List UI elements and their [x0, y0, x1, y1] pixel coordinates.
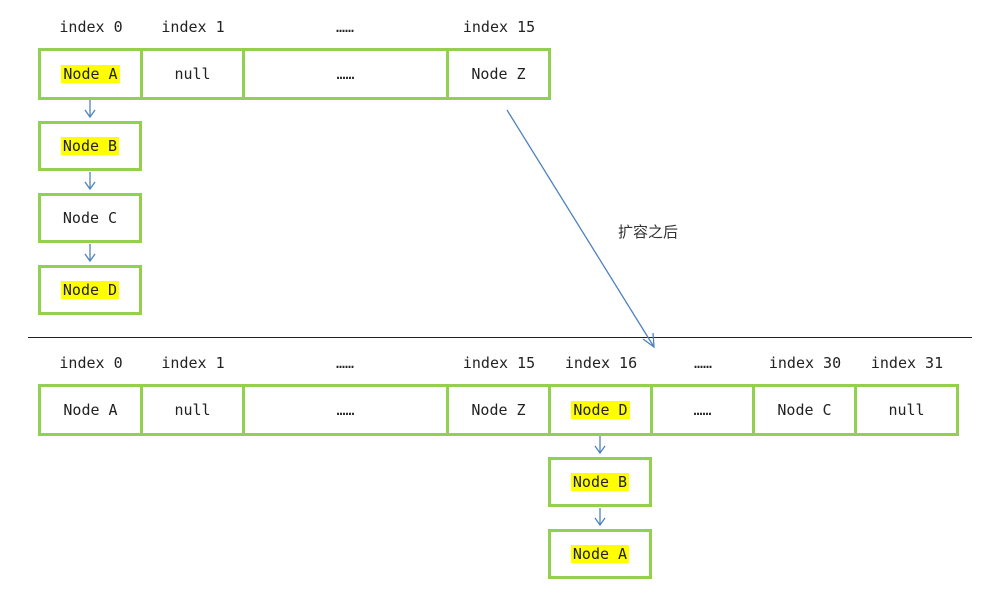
- before-index-label-1: index 1: [161, 18, 225, 36]
- before-chain-node-d: Node D: [38, 265, 142, 315]
- after-index-label-31: index 31: [870, 354, 944, 372]
- arrow-after-node-b-to-a: [594, 508, 606, 527]
- after-bucket-1-text: null: [174, 401, 211, 419]
- after-bucket-15-text: Node Z: [471, 401, 526, 419]
- after-index-label-16: index 16: [564, 354, 638, 372]
- arrow-node-a-to-b: [84, 100, 96, 119]
- after-chain-node-b-text: Node B: [570, 473, 630, 491]
- after-index-label-0: index 0: [59, 354, 123, 372]
- after-bucket-ellipsis-1-text: ……: [336, 401, 355, 419]
- after-index-label-1: index 1: [161, 354, 225, 372]
- before-chain-node-b-text: Node B: [60, 137, 120, 155]
- transition-label: 扩容之后: [618, 223, 679, 241]
- before-chain-node-d-text: Node D: [60, 281, 120, 299]
- divider-line: [28, 337, 972, 338]
- arrow-node-b-to-c: [84, 172, 96, 191]
- after-bucket-31: null: [854, 384, 959, 436]
- after-bucket-0-text: Node A: [63, 401, 118, 419]
- before-bucket-0-text: Node A: [61, 65, 120, 83]
- after-bucket-16: Node D: [548, 384, 653, 436]
- after-bucket-ellipsis-1: ……: [242, 384, 449, 436]
- before-bucket-15: Node Z: [446, 48, 551, 100]
- after-index-label-30: index 30: [768, 354, 842, 372]
- arrow-resize-transition: [506, 109, 655, 349]
- before-index-label-0: index 0: [59, 18, 123, 36]
- after-index-label-ellipsis-2: ……: [693, 354, 713, 372]
- after-bucket-31-text: null: [888, 401, 925, 419]
- arrow-node-c-to-d: [84, 244, 96, 263]
- after-index-label-15: index 15: [462, 354, 536, 372]
- after-bucket-16-text: Node D: [571, 401, 630, 419]
- before-bucket-1-text: null: [174, 65, 211, 83]
- after-index-label-ellipsis-1: ……: [335, 354, 355, 372]
- after-chain-node-a-text: Node A: [570, 545, 630, 563]
- arrow-after-node-d-to-b: [594, 436, 606, 455]
- after-bucket-30: Node C: [752, 384, 857, 436]
- before-chain-node-c-text: Node C: [62, 209, 118, 227]
- after-bucket-1: null: [140, 384, 245, 436]
- after-chain-node-b: Node B: [548, 457, 652, 507]
- after-bucket-ellipsis-2-text: ……: [693, 401, 712, 419]
- after-chain-node-a: Node A: [548, 529, 652, 579]
- before-index-label-ellipsis: ……: [335, 18, 355, 36]
- before-chain-node-c: Node C: [38, 193, 142, 243]
- before-index-label-15: index 15: [462, 18, 536, 36]
- before-bucket-15-text: Node Z: [471, 65, 526, 83]
- before-bucket-ellipsis-text: ……: [336, 65, 355, 83]
- after-bucket-30-text: Node C: [777, 401, 832, 419]
- before-bucket-1: null: [140, 48, 245, 100]
- before-bucket-ellipsis: ……: [242, 48, 449, 100]
- before-chain-node-b: Node B: [38, 121, 142, 171]
